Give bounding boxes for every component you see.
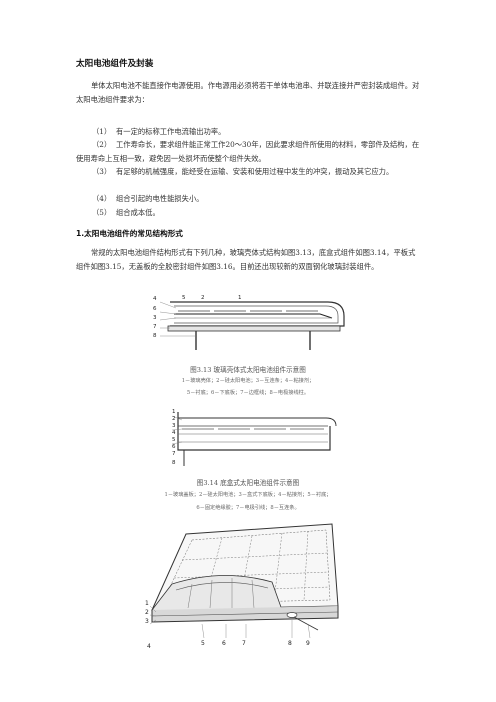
intro-paragraph: 单体太阳电池不能直接作电源使用。作电源用必须将若干单体电池串、并联连接并严密封装… — [76, 81, 420, 104]
section-paragraph: 常规的太阳电池组件结构形式有下列几种，玻璃壳体式结构如图3.13，底盒式组件如图… — [76, 248, 416, 271]
requirement-text: 组合成本低。 — [116, 208, 160, 217]
part-label: 5 — [172, 437, 176, 443]
part-label: 8 — [172, 460, 176, 466]
requirement-2: （2）工作寿命长，要求组件能正常工作20～30年，因此要求组件所使用的材料，零部… — [76, 138, 420, 165]
part-label: 6 — [153, 306, 157, 312]
part-label: 2 — [145, 609, 149, 616]
figure-3-13-diagram — [159, 301, 345, 350]
part-label: 4 — [147, 643, 151, 650]
requirement-text: 有一定的标称工作电流输出功率。 — [116, 127, 226, 136]
part-label: 5 — [201, 640, 205, 647]
requirement-text: 工作寿命长，要求组件能正常工作20～30年，因此要求组件所使用的材料，零部件及结… — [76, 140, 420, 163]
part-label: 3 — [172, 423, 176, 429]
part-label: 4 — [172, 430, 176, 436]
part-label: 9 — [306, 640, 310, 647]
requirement-number: （3） — [92, 167, 112, 176]
part-label: 1 — [145, 600, 149, 607]
part-label: 3 — [145, 618, 149, 625]
section-heading: 1.太阳电池组件的常见结构形式 — [76, 229, 183, 238]
figure-3-15-diagram — [149, 523, 339, 639]
part-label: 2 — [201, 295, 205, 301]
page-title: 太阳电池组件及封装 — [76, 59, 154, 69]
part-label: 7 — [242, 640, 246, 647]
part-label: 1 — [238, 295, 242, 301]
figure-3-14-diagram — [171, 412, 337, 466]
figure-3-14-legend-line-1: 1－玻璃盖板；2－硅太阳电池；3－盒式下底板；4－粘接剂；5－衬底； — [164, 492, 332, 498]
part-label: 2 — [172, 416, 176, 422]
figure-3-14-legend-line-2: 6－固定绝缘胶；7－电极引线；8－互连条。 — [196, 505, 300, 511]
requirement-text: 有足够的机械强度，能经受在运输、安装和使用过程中发生的冲突，振动及其它应力。 — [116, 167, 394, 176]
part-label: 6 — [222, 640, 226, 647]
requirement-4: （4） 组合引起的电性能损失小。 — [76, 192, 420, 206]
requirement-number: （4） — [92, 194, 112, 203]
requirement-number: （5） — [92, 208, 112, 217]
part-label: 7 — [153, 324, 157, 330]
figure-3-14-caption: 图3.14 底盒式太阳电池组件示意图 — [196, 479, 300, 487]
part-label: 6 — [172, 444, 176, 450]
figure-3-13-legend-line-2: 5－衬底；6－下底板；7－边框线；8－电极接线柱。 — [186, 390, 310, 396]
part-label: 3 — [153, 315, 157, 321]
requirement-5: （5） 组合成本低。 — [76, 206, 420, 220]
part-label: 5 — [182, 295, 186, 301]
requirement-number: （1） — [92, 127, 112, 136]
part-label: 7 — [172, 451, 176, 457]
requirement-number: （2） — [92, 140, 112, 149]
figure-3-13-legend-line-1: 1－玻璃壳体；2－硅太阳电池；3－互连条；4－粘接剂； — [181, 378, 315, 384]
figure-3-13-caption: 图3.13 玻璃壳体式太阳电池组件示意图 — [190, 366, 306, 374]
requirement-1: （1） 有一定的标称工作电流输出功率。 — [76, 125, 420, 139]
part-label: 8 — [288, 640, 292, 647]
requirement-text: 组合引起的电性能损失小。 — [116, 194, 204, 203]
part-label: 1 — [172, 409, 176, 415]
requirement-3: （3） 有足够的机械强度，能经受在运输、安装和使用过程中发生的冲突，振动及其它应力… — [76, 165, 420, 179]
part-label: 4 — [153, 296, 157, 302]
part-label: 8 — [153, 333, 157, 339]
